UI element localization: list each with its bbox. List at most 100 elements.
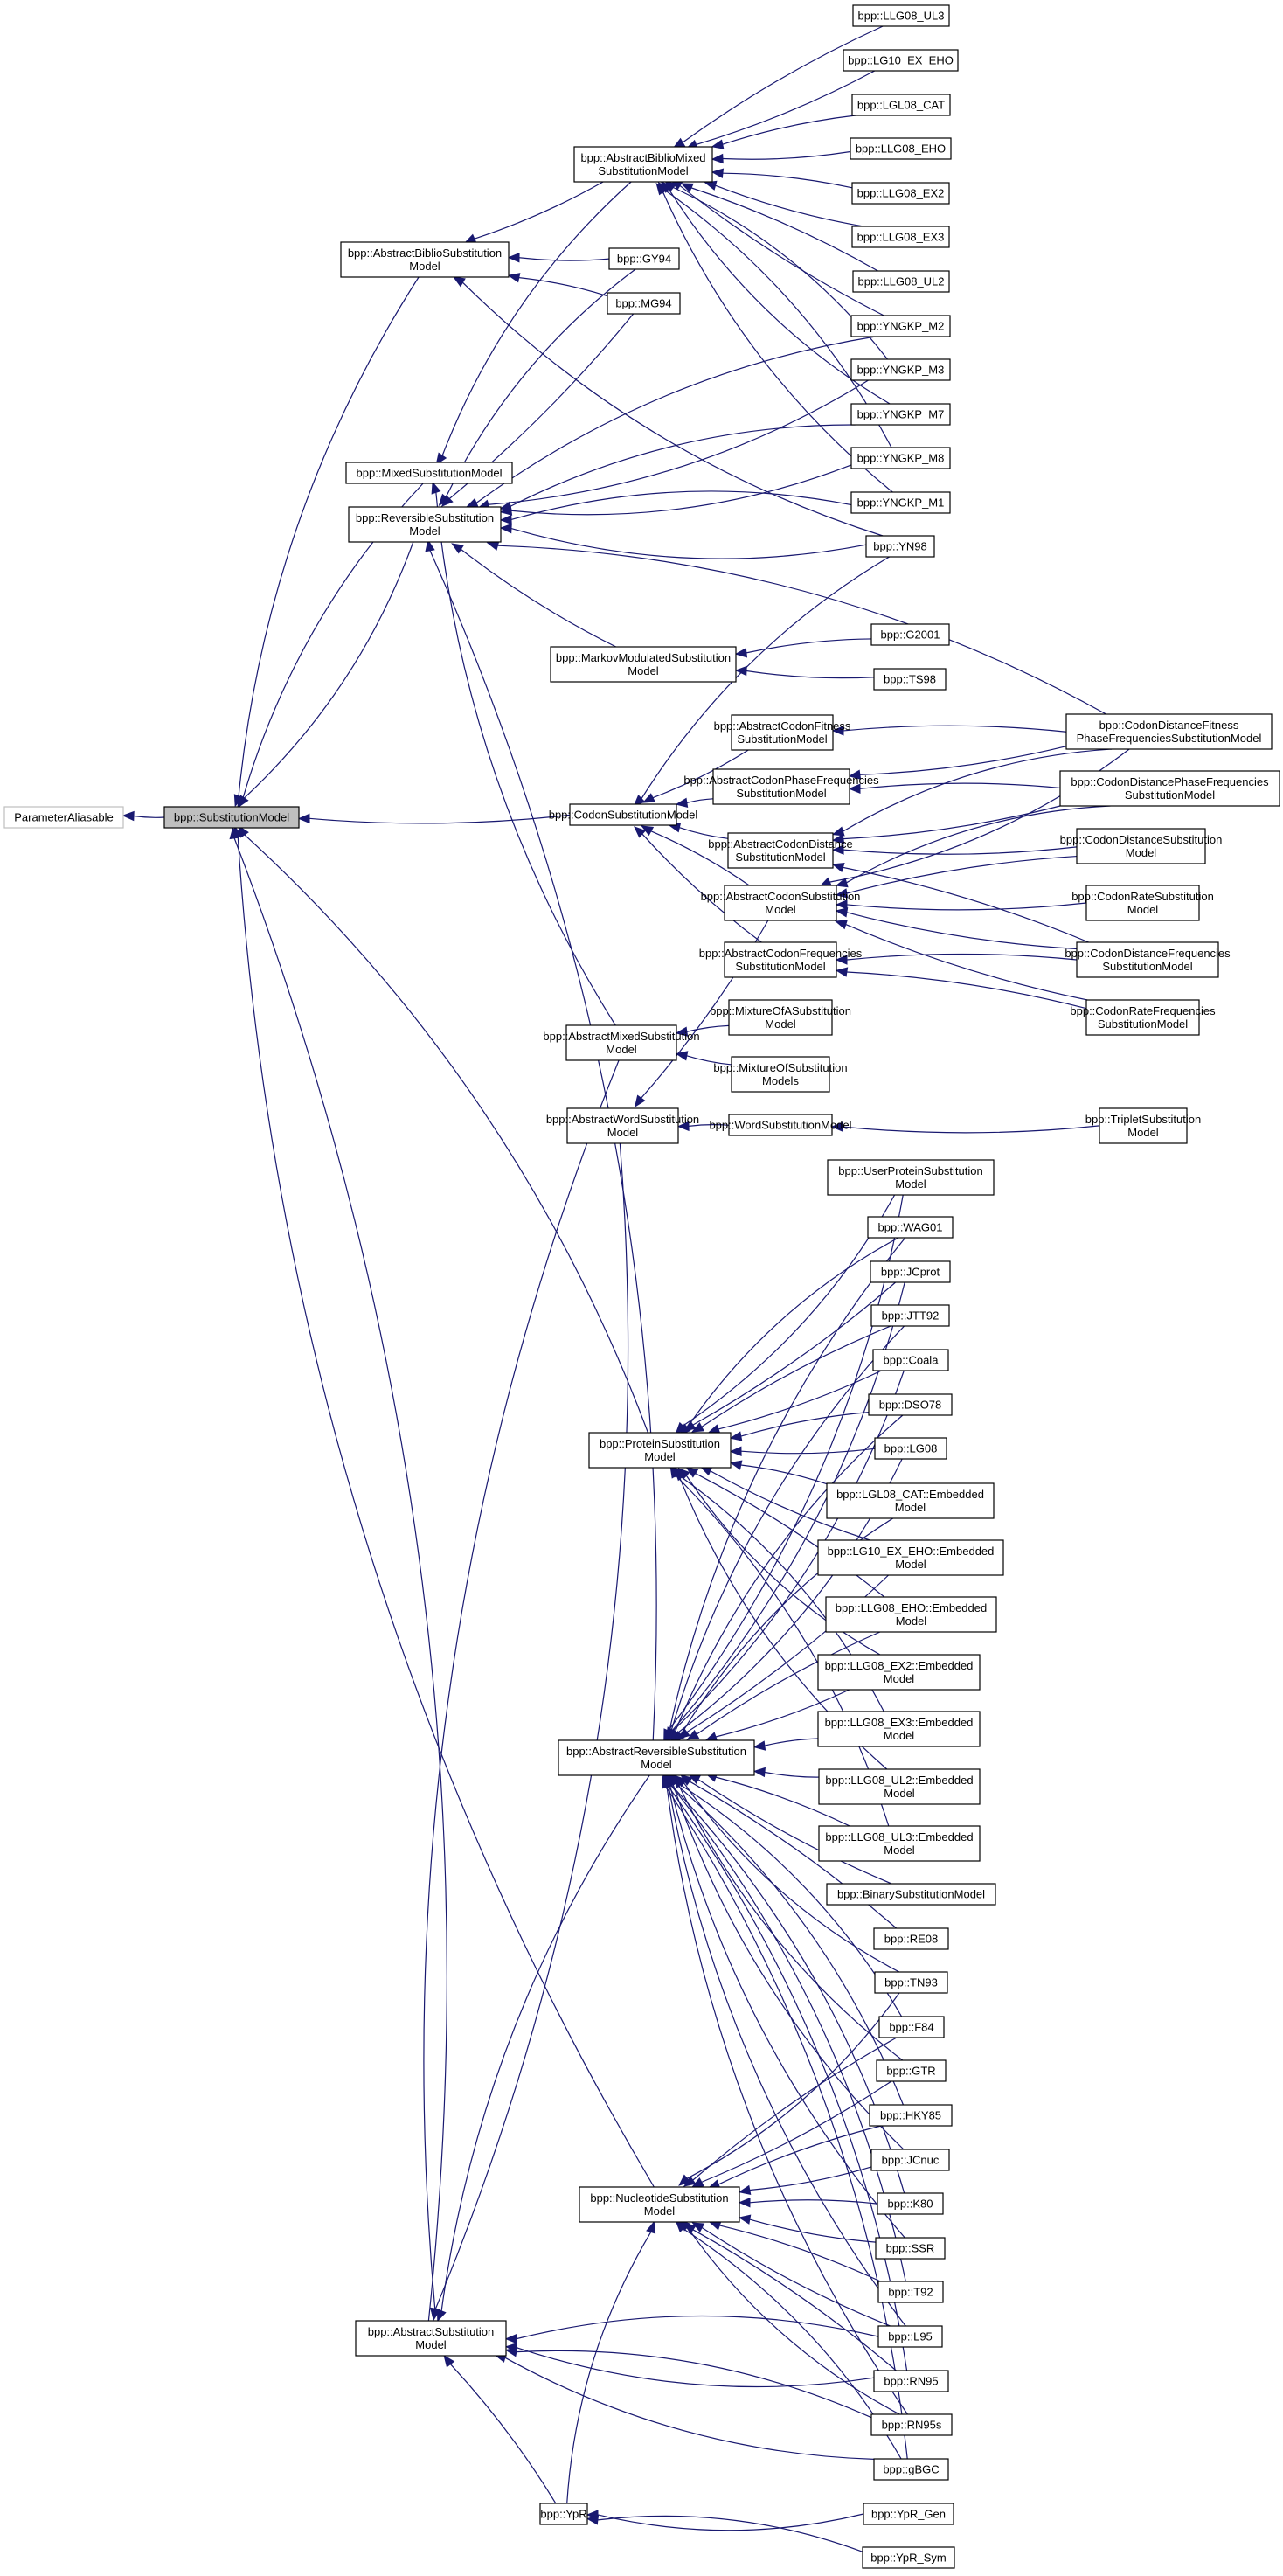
class-node-jtt92[interactable]: bpp::JTT92 (870, 1304, 950, 1327)
class-node-mixed-substitution-model[interactable]: bpp::MixedSubstitutionModel (345, 462, 513, 484)
class-node-word-substitution-model[interactable]: bpp::WordSubstitutionModel (709, 1114, 852, 1136)
node-box (874, 1971, 948, 1994)
class-node-t92[interactable]: bpp::T92 (877, 2281, 944, 2303)
class-node-wag01[interactable]: bpp::WAG01 (867, 1216, 954, 1239)
class-node-gy94[interactable]: bpp::GY94 (608, 247, 680, 270)
class-node-abstract-codon-fitness-substitution-model[interactable]: bpp::AbstractCodonFitnessSubstitutionMod… (714, 714, 851, 751)
class-node-yp-r-sym[interactable]: bpp::YpR_Sym (862, 2546, 955, 2569)
class-node-g2001[interactable]: bpp::G2001 (870, 623, 950, 646)
node-label: bpp::YpR_Gen (871, 2508, 946, 2521)
class-node-abstract-codon-frequencies-substitution-model[interactable]: bpp::AbstractCodonFrequenciesSubstitutio… (699, 941, 863, 978)
class-node-lg10-ex-eho[interactable]: bpp::LG10_EX_EHO (843, 49, 959, 72)
class-node-coala[interactable]: bpp::Coala (872, 1349, 949, 1371)
class-node-ssr[interactable]: bpp::SSR (875, 2237, 946, 2260)
class-node-llg08-eho[interactable]: bpp::LLG08_EHO (850, 137, 952, 160)
inheritance-edge-abstract-substitution-model-to-substitution-model (229, 826, 447, 2322)
class-node-g-bgc[interactable]: bpp::gBGC (873, 2458, 949, 2481)
class-node-llg08-ul3[interactable]: bpp::LLG08_UL3 (852, 4, 950, 27)
class-node-codon-substitution-model[interactable]: bpp::CodonSubstitutionModel (549, 803, 698, 826)
arrowhead-icon (431, 481, 441, 495)
node-box (850, 491, 951, 514)
class-node-codon-rate-frequencies-substitution-model[interactable]: bpp::CodonRateFrequenciesSubstitutionMod… (1070, 999, 1216, 1036)
class-node-yngkp-m3[interactable]: bpp::YNGKP_M3 (850, 358, 951, 381)
class-node-parameter-aliasable[interactable]: ParameterAliasable (3, 806, 124, 829)
class-node-abstract-biblio-mixed-substitution-model[interactable]: bpp::AbstractBiblioMixedSubstitutionMode… (573, 146, 713, 183)
class-node-tn93[interactable]: bpp::TN93 (874, 1971, 948, 1994)
class-node-yp-r-gen[interactable]: bpp::YpR_Gen (863, 2503, 954, 2525)
class-node-llg08-ex2[interactable]: bpp::LLG08_EX2 (851, 182, 950, 205)
class-node-jcnuc[interactable]: bpp::JCnuc (870, 2149, 950, 2171)
class-node-codon-distance-phase-frequencies-substitution-model[interactable]: bpp::CodonDistancePhaseFrequenciesSubsti… (1059, 770, 1280, 807)
class-node-k80[interactable]: bpp::K80 (877, 2192, 944, 2215)
node-label: bpp::YNGKP_M2 (857, 320, 945, 333)
class-node-ts98[interactable]: bpp::TS98 (873, 668, 947, 691)
node-label: SubstitutionModel (735, 960, 825, 973)
arrowhead-icon (738, 2214, 752, 2225)
class-node-lgl08-cat[interactable]: bpp::LGL08_CAT (851, 94, 951, 116)
class-node-yngkp-m8[interactable]: bpp::YNGKP_M8 (850, 447, 951, 469)
class-node-jcprot[interactable]: bpp::JCprot (870, 1260, 951, 1283)
class-node-codon-distance-frequencies-substitution-model[interactable]: bpp::CodonDistanceFrequenciesSubstitutio… (1065, 941, 1231, 978)
class-node-llg08-ul2[interactable]: bpp::LLG08_UL2 (852, 270, 950, 293)
edge-line (516, 2350, 872, 2419)
class-node-codon-distance-fitness-phase-frequencies-substitution-model[interactable]: bpp::CodonDistanceFitnessPhaseFrequencie… (1065, 713, 1273, 750)
arrowhead-icon (729, 1460, 743, 1470)
class-node-yp-r[interactable]: bpp::YpR (539, 2503, 588, 2525)
class-node-lg08[interactable]: bpp::LG08 (874, 1437, 947, 1460)
class-node-abstract-codon-distance-substitution-model[interactable]: bpp::AbstractCodonDistanceSubstitutionMo… (708, 832, 853, 869)
class-node-yngkp-m2[interactable]: bpp::YNGKP_M2 (850, 315, 951, 337)
edge-line (423, 1059, 620, 2309)
class-node-gtr[interactable]: bpp::GTR (876, 2059, 947, 2082)
class-node-llg08-ex3[interactable]: bpp::LLG08_EX3 (851, 226, 950, 248)
inheritance-edge-f84-to-nucleotide-substitution-model (683, 2037, 898, 2187)
arrowhead-icon (831, 726, 844, 736)
node-label: bpp::CodonDistanceFrequencies (1065, 947, 1231, 960)
node-label: bpp::LG10_EX_EHO (848, 54, 954, 67)
class-node-re08[interactable]: bpp::RE08 (873, 1927, 949, 1950)
edge-line (843, 866, 1090, 943)
node-box (869, 2104, 953, 2127)
class-node-yn98[interactable]: bpp::YN98 (865, 535, 935, 558)
class-node-hky85[interactable]: bpp::HKY85 (869, 2104, 953, 2127)
arrowhead-icon (465, 497, 479, 508)
class-node-rn95s[interactable]: bpp::RN95s (870, 2413, 953, 2436)
node-label: bpp::YNGKP_M1 (857, 496, 945, 510)
edge-line (672, 1370, 905, 1732)
inheritance-edge-mixture-of-substitution-models-to-abstract-mixed-substitution-model (675, 1051, 732, 1066)
arrowhead-icon (634, 826, 647, 838)
class-node-f84[interactable]: bpp::F84 (878, 2016, 945, 2038)
arrowhead-icon (634, 1094, 646, 1108)
class-node-l95[interactable]: bpp::L95 (877, 2325, 943, 2348)
class-node-yngkp-m1[interactable]: bpp::YNGKP_M1 (850, 491, 951, 514)
class-node-substitution-model[interactable]: bpp::SubstitutionModel (163, 806, 300, 829)
class-node-rn95[interactable]: bpp::RN95 (873, 2370, 949, 2392)
class-node-yngkp-m7[interactable]: bpp::YNGKP_M7 (850, 403, 951, 426)
class-node-mg94[interactable]: bpp::MG94 (607, 292, 681, 315)
class-node-abstract-codon-phase-frequencies-substitution-model[interactable]: bpp::AbstractCodonPhaseFrequenciesSubsti… (683, 768, 879, 805)
class-node-dso78[interactable]: bpp::DSO78 (868, 1393, 953, 1416)
class-node-binary-substitution-model[interactable]: bpp::BinarySubstitutionModel (826, 1883, 996, 1906)
